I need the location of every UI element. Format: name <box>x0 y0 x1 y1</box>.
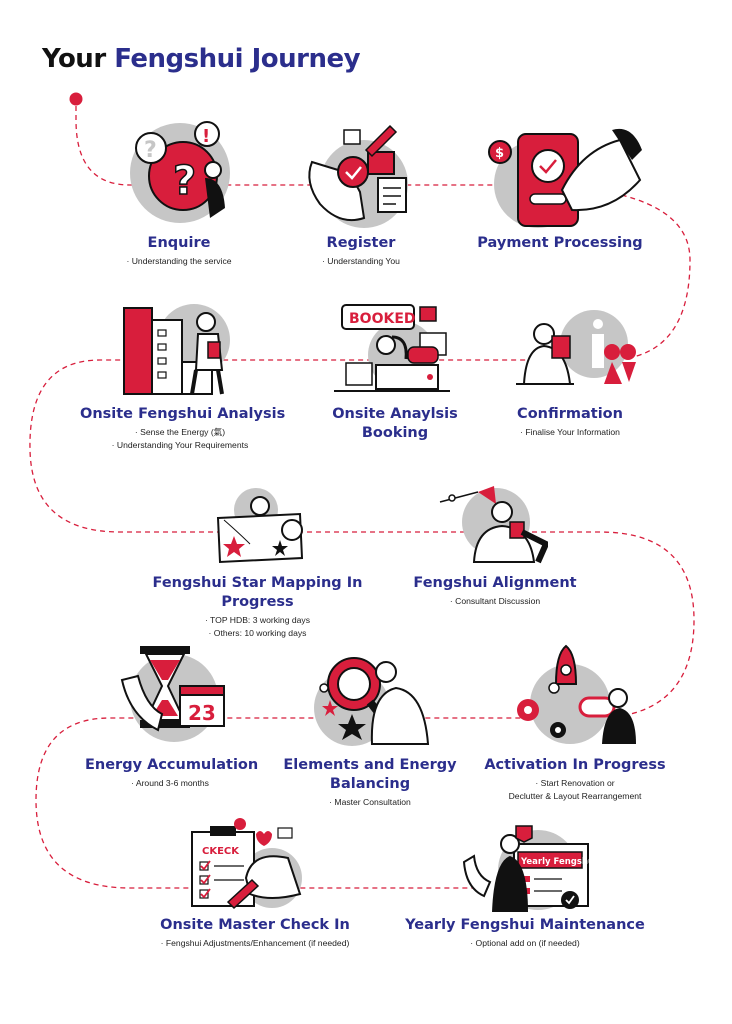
step-desc: · Optional add on (if needed) <box>470 938 580 948</box>
info-reading-icon <box>516 310 636 385</box>
question-speech-icon: ? ? ! <box>130 121 230 223</box>
step-desc: · Consultant Discussion <box>449 596 541 606</box>
booked-laptop-icon: BOOKED <box>334 304 450 392</box>
step-title: Onsite Fengshui Analysis <box>80 406 286 422</box>
rocket-gears-icon <box>517 644 636 744</box>
step-desc: · Understanding Your Requirements <box>111 440 249 450</box>
step-payment-processing: Payment Processing <box>470 234 650 253</box>
step-desc: · Others: 10 working days <box>208 628 307 638</box>
step-desc: Declutter & Layout Rearrangement <box>508 791 642 801</box>
step-desc: · Sense the Energy (氣) <box>134 427 226 437</box>
step-elements-energy-balancing: Elements and Energy Balancing · Master C… <box>280 756 460 809</box>
booking-illustration: BOOKED <box>332 303 454 395</box>
step-fengshui-alignment: Fengshui Alignment · Consultant Discussi… <box>410 574 580 608</box>
balancing-illustration <box>306 648 432 748</box>
step-title: Onsite Master Check In <box>160 917 350 933</box>
step-title: Payment Processing <box>477 235 643 251</box>
check-badge-text: CKECK <box>202 846 240 857</box>
page-title: Your Fengshui Journey <box>42 44 361 74</box>
alignment-illustration <box>438 482 550 566</box>
clipboard-check-icon: CKECK <box>191 818 302 910</box>
step-desc: · Fengshui Adjustments/Enhancement (if n… <box>160 938 350 948</box>
step-register: Register · Understanding You <box>286 234 436 268</box>
register-illustration <box>298 122 420 232</box>
step-title: Confirmation <box>517 406 623 422</box>
building-analysis-icon <box>123 304 230 395</box>
step-title: Activation In Progress <box>484 757 666 773</box>
master-check-in-illustration: CKECK <box>190 816 308 910</box>
activation-illustration <box>508 644 638 746</box>
step-desc: · Finalise Your Information <box>520 427 620 437</box>
onsite-analysis-illustration <box>122 300 240 396</box>
mobile-payment-icon: $ <box>488 128 642 228</box>
step-title: Fengshui Star Mapping In Progress <box>152 575 363 610</box>
page-title-part-2: Fengshui Journey <box>114 44 361 74</box>
step-onsite-master-check-in: Onsite Master Check In · Fengshui Adjust… <box>120 916 390 950</box>
step-desc: · Understanding You <box>322 256 400 266</box>
step-title: Register <box>326 235 396 251</box>
yearly-calendar-icon: Yearly Fengshui <box>462 825 597 912</box>
step-title: Enquire <box>147 235 211 251</box>
confirmation-illustration <box>510 306 638 396</box>
step-energy-accumulation: Energy Accumulation · Around 3-6 months <box>85 756 259 790</box>
step-title: Energy Accumulation <box>85 757 259 773</box>
svg-text:?: ? <box>144 138 157 163</box>
step-onsite-analysis-booking: Onsite Anaylsis Booking <box>300 405 490 443</box>
page-title-part-1: Your <box>42 44 106 74</box>
step-enquire: Enquire · Understanding the service <box>104 234 254 268</box>
step-title: Fengshui Alignment <box>413 575 577 591</box>
step-desc: · Master Consultation <box>329 797 411 807</box>
svg-text:!: ! <box>202 126 210 147</box>
star-mapping-illustration <box>210 484 310 566</box>
step-desc: · Around 3-6 months <box>131 778 209 788</box>
yearly-maintenance-illustration: Yearly Fengshui <box>462 822 597 914</box>
calendar-day-text: 23 <box>188 701 216 725</box>
journey-start-dot <box>69 92 83 106</box>
booked-badge-text: BOOKED <box>349 311 416 327</box>
star-map-scroll-icon <box>216 488 304 564</box>
yearly-badge-text: Yearly Fengshui <box>520 857 594 867</box>
step-title: Onsite Anaylsis Booking <box>332 406 458 441</box>
enquire-illustration: ? ? ! <box>125 118 235 230</box>
energy-accumulation-illustration: 23 <box>118 640 230 744</box>
step-title: Yearly Fengshui Maintenance <box>405 917 645 933</box>
step-activation-in-progress: Activation In Progress · Start Renovatio… <box>470 756 680 803</box>
step-title: Elements and Energy Balancing <box>283 757 457 792</box>
consultant-discussion-icon <box>439 486 550 564</box>
svg-text:$: $ <box>495 146 504 161</box>
step-desc: · Understanding the service <box>126 256 232 266</box>
step-desc: · Start Renovation or <box>535 778 615 788</box>
step-yearly-fengshui-maintenance: Yearly Fengshui Maintenance · Optional a… <box>405 916 645 950</box>
magnifier-stars-icon <box>314 657 430 746</box>
step-onsite-fengshui-analysis: Onsite Fengshui Analysis · Sense the Ene… <box>80 405 286 452</box>
step-confirmation: Confirmation · Finalise Your Information <box>490 405 650 439</box>
step-desc: · TOP HDB: 3 working days <box>204 615 311 625</box>
payment-illustration: $ <box>482 120 642 230</box>
hourglass-calendar-icon: 23 <box>120 646 225 742</box>
ok-hand-checklist-icon <box>308 124 408 228</box>
svg-text:?: ? <box>173 158 196 204</box>
step-star-mapping: Fengshui Star Mapping In Progress · TOP … <box>150 574 365 640</box>
